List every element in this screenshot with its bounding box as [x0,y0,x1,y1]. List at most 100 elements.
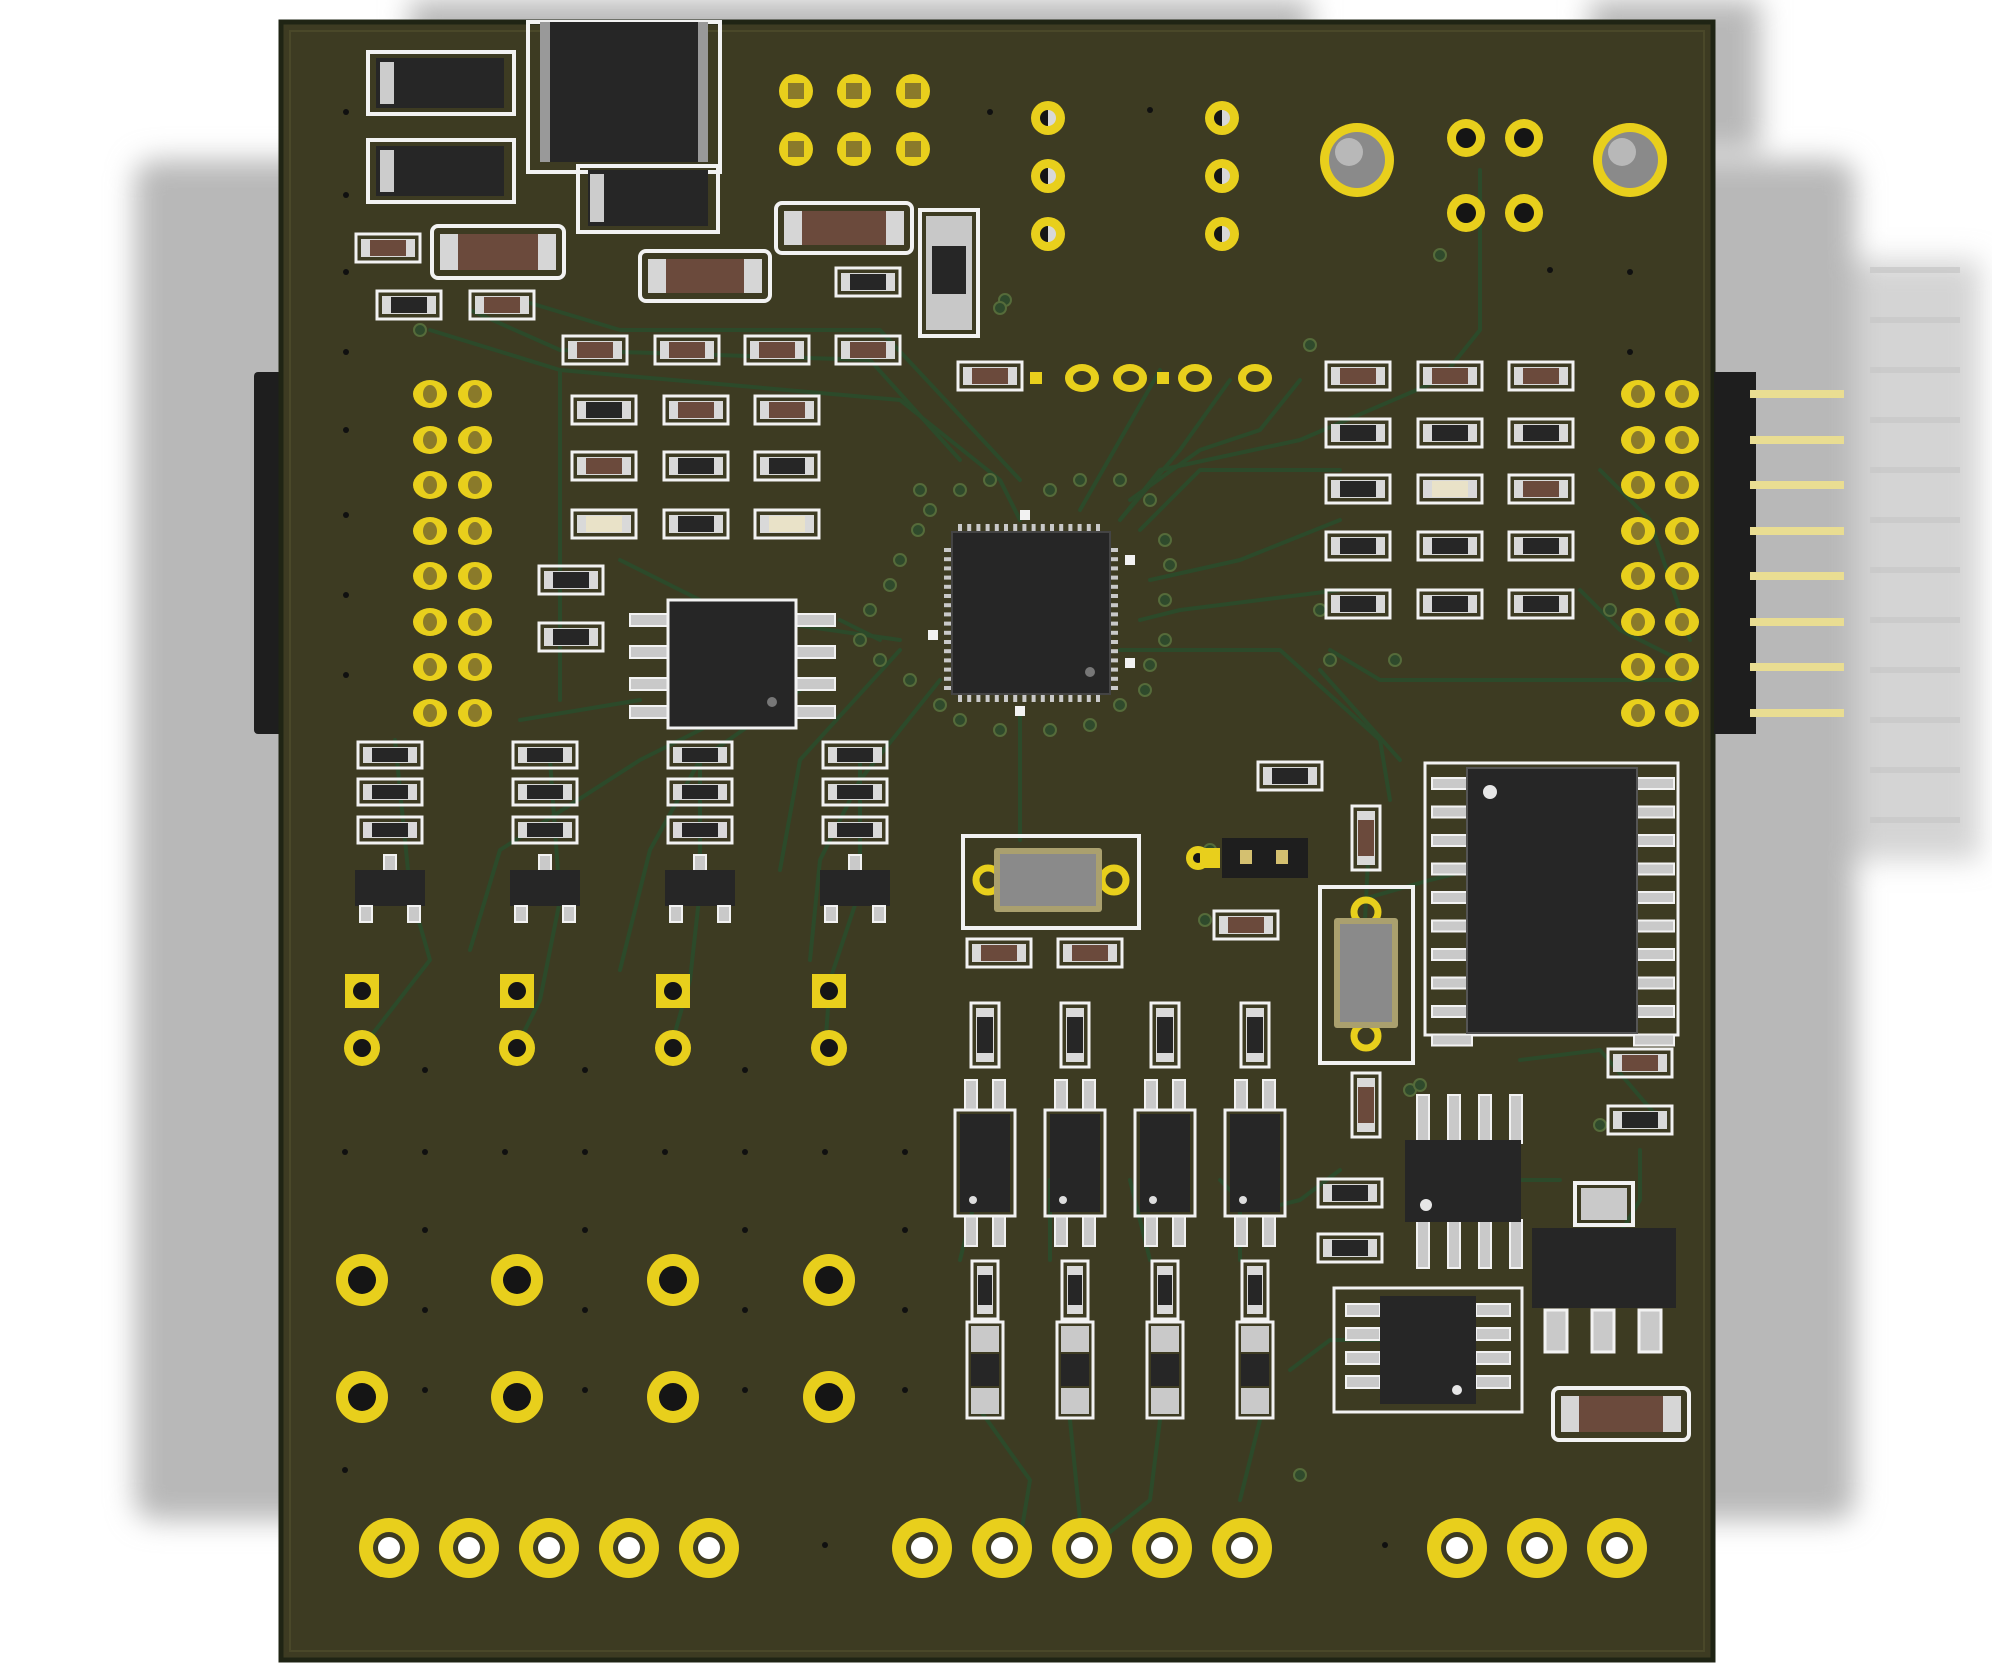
smd-passive [511,777,579,807]
th-pad-oval [1621,653,1655,681]
smd-passive [1324,530,1392,562]
smd-passive [821,740,889,770]
smd-passive-vertical [1239,1001,1271,1069]
through-hole-pads [336,74,1699,1578]
smd-passive [561,334,629,366]
tall-electrolytic [926,216,972,330]
th-pad-oval [413,562,447,590]
th-pad-oval [458,699,492,727]
sot23 [820,854,890,923]
smd-passive [1324,473,1392,505]
th-pad-d [1031,217,1065,251]
soic-pin [1633,862,1675,876]
jumper-header [1186,838,1308,878]
th-pad [1505,119,1543,157]
terminal-pad [491,1254,543,1306]
th-pad-oval [458,471,492,499]
left-edge-connector [254,372,284,734]
smd-passive [356,740,424,770]
th-pad-d [1031,159,1065,193]
smd-resistors [430,201,1691,1442]
th-pad-oval [413,471,447,499]
smd-passive [570,508,638,540]
th-pad-oval [1665,653,1699,681]
bottom-connector-pad [439,1518,499,1578]
smd-passive [1507,530,1575,562]
bottom-connector-pad [359,1518,419,1578]
smd-resistor [430,224,566,280]
th-pad-oval [1621,426,1655,454]
smd-passive [1606,1104,1674,1136]
qfp-pin [985,524,990,536]
smd-pad [1157,372,1169,384]
qfp-pin [944,566,956,571]
smd-resistor [774,201,914,255]
qfp-pin [944,676,956,681]
smd-passive [834,334,902,366]
qfp-pin [944,686,956,690]
qfp-pin [958,690,962,702]
terminal-pad [336,1254,388,1306]
qfp-pin [1106,621,1118,626]
sot23 [665,854,735,923]
bottom-connector-pad [679,1518,739,1578]
qfp-pin [944,621,956,626]
smd-passive [1316,1177,1384,1209]
smd-passives [354,232,1674,1321]
th-pad-oval [1621,608,1655,636]
terminal-pad [336,1371,388,1423]
bottom-connector-pad [1212,1518,1272,1578]
th-pad-oval [1621,517,1655,545]
smd-passive [1416,473,1484,505]
smd-passive [662,450,730,482]
th-pad-oval [413,653,447,681]
qfp-pin [944,612,956,617]
smd-passive [511,815,579,845]
qfp-pin [1106,575,1118,580]
th-pad-d [1205,159,1239,193]
smd-passive [1212,909,1280,941]
th-pad-d [1031,101,1065,135]
th-pad-oval [458,562,492,590]
qfp-pin [1106,584,1118,589]
smd-passive [1416,588,1484,620]
th-pad-oval [413,380,447,408]
terminal-pad [647,1254,699,1306]
th-pad-oval [1665,517,1699,545]
smd-passive [1316,1232,1384,1264]
th-pad-oval [1665,426,1699,454]
smd-passive [1507,360,1575,392]
smd-passive-vertical [1350,1071,1382,1139]
th-pad-oval [458,608,492,636]
qfp-pin [1068,524,1073,536]
qfp-pin [1050,524,1054,536]
qfp-pin [944,603,956,608]
smd-passive [834,266,902,298]
th-pad-oval [413,426,447,454]
qfp-pin [1013,524,1018,536]
th-pad [1505,194,1543,232]
smd-passive [511,740,579,770]
smd-passive [1324,360,1392,392]
terminal-pad [803,1371,855,1423]
qfp-pin [944,548,956,552]
optocoupler [1223,1079,1287,1420]
smd-resistor [1551,1386,1691,1442]
smd-pad [1030,372,1042,384]
th-pad-oval [458,517,492,545]
qfp-pin [1106,630,1118,635]
smd-passive [662,394,730,426]
smd-passive [743,334,811,366]
th-pad-oval [1621,380,1655,408]
th-pad-oval [1665,380,1699,408]
th-pad-oval [1665,471,1699,499]
soic8-bottom [1332,1286,1524,1414]
th-pad-oval [413,608,447,636]
th-pad-oval [458,426,492,454]
qfp-pin [1077,524,1082,536]
qfp-pin [1106,676,1118,681]
smd-passive-vertical [1240,1259,1270,1321]
qfp-pin [1106,566,1118,571]
qfp-pin [1106,686,1118,690]
